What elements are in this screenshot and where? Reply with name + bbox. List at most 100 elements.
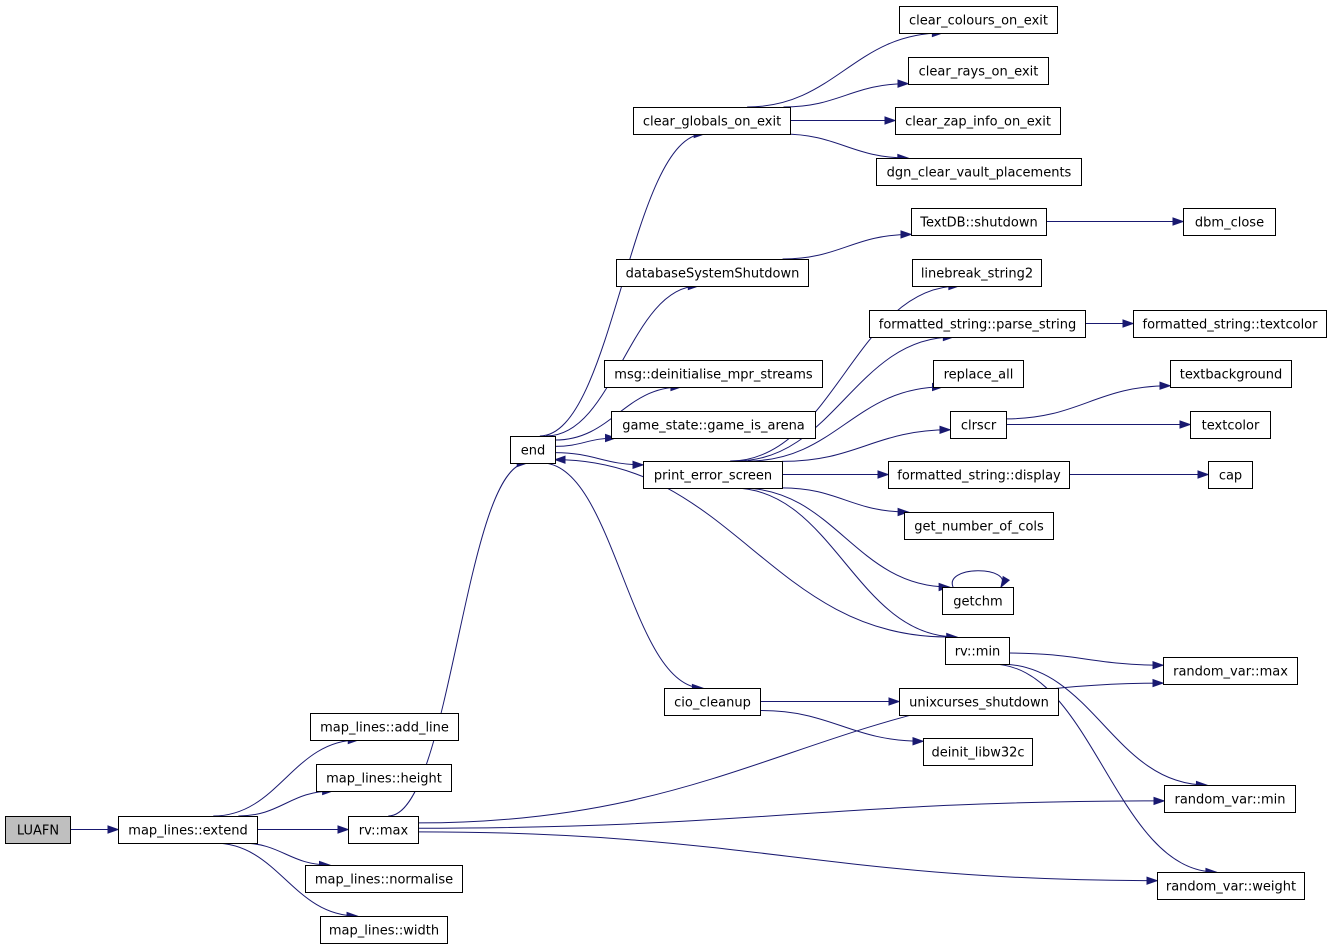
node-box <box>5 816 71 844</box>
node-fs-textcolor[interactable]: formatted_string::textcolor <box>1133 310 1327 338</box>
arrow-head-icon <box>1152 660 1165 670</box>
node-clear-rays[interactable]: clear_rays_on_exit <box>908 57 1049 85</box>
node-cio-cleanup[interactable]: cio_cleanup <box>664 688 761 716</box>
edge-line <box>782 233 912 260</box>
edge-cio_cleanup-to-unixcurses <box>759 697 901 706</box>
node-random-weight[interactable]: random_var::weight <box>1157 872 1305 900</box>
node-box <box>604 360 823 388</box>
node-label: TextDB::shutdown <box>919 216 1037 231</box>
edge-line <box>213 739 359 817</box>
node-label: clrscr <box>961 419 997 434</box>
node-unixcurses[interactable]: unixcurses_shutdown <box>899 688 1059 716</box>
node-label: clear_colours_on_exit <box>909 14 1048 29</box>
node-clear-colours[interactable]: clear_colours_on_exit <box>899 6 1058 34</box>
node-random-min[interactable]: random_var::min <box>1164 785 1296 813</box>
node-get-cols[interactable]: get_number_of_cols <box>904 512 1054 540</box>
arrow-head-icon <box>888 697 901 706</box>
node-end[interactable]: end <box>510 436 556 464</box>
node-dbm-close[interactable]: dbm_close <box>1183 208 1276 236</box>
node-getchm[interactable]: getchm <box>942 587 1014 615</box>
edge-clrscr-to-textcolor <box>1005 420 1192 429</box>
edge-print_error-to-get_cols <box>781 487 910 517</box>
node-deinit-libw32c[interactable]: deinit_libw32c <box>923 738 1033 766</box>
node-height[interactable]: map_lines::height <box>316 764 452 792</box>
node-linebreak[interactable]: linebreak_string2 <box>912 259 1042 287</box>
node-label: clear_zap_info_on_exit <box>905 115 1051 130</box>
arrow-head-icon <box>877 470 890 479</box>
node-box <box>1163 657 1298 685</box>
edge-line <box>782 133 908 159</box>
node-label: rv::max <box>359 824 409 839</box>
node-textbackground[interactable]: textbackground <box>1170 360 1292 388</box>
node-parse-string[interactable]: formatted_string::parse_string <box>869 310 1086 338</box>
node-box <box>933 360 1024 388</box>
node-label: LUAFN <box>17 824 59 839</box>
arrow-head-icon <box>337 825 350 834</box>
node-label: map_lines::extend <box>128 824 247 839</box>
node-textdb-shutdown[interactable]: TextDB::shutdown <box>911 208 1047 236</box>
edge-line <box>1008 652 1164 666</box>
edge-line <box>417 831 1158 882</box>
edge-line <box>781 429 951 462</box>
node-label: cap <box>1219 469 1242 484</box>
arrow-head-icon <box>939 425 952 434</box>
node-db-shutdown[interactable]: databaseSystemShutdown <box>616 259 809 287</box>
node-random-max[interactable]: random_var::max <box>1163 657 1298 685</box>
node-clrscr[interactable]: clrscr <box>950 411 1007 439</box>
node-clear-globals[interactable]: clear_globals_on_exit <box>633 107 791 135</box>
edge-clear_globals-to-clear_zap <box>790 116 897 125</box>
edge-luafn-to-extend <box>70 825 120 834</box>
node-box <box>348 816 419 844</box>
node-label: formatted_string::textcolor <box>1143 318 1319 333</box>
node-box <box>908 57 1049 85</box>
node-fs-display[interactable]: formatted_string::display <box>888 461 1070 489</box>
node-add-line[interactable]: map_lines::add_line <box>310 713 459 741</box>
node-normalise[interactable]: map_lines::normalise <box>305 865 463 893</box>
arrow-head-icon <box>553 455 566 464</box>
node-game-is-arena[interactable]: game_state::game_is_arena <box>611 411 816 439</box>
node-print-error[interactable]: print_error_screen <box>643 461 783 489</box>
node-msg-deinit[interactable]: msg::deinitialise_mpr_streams <box>604 360 823 388</box>
node-rvmin[interactable]: rv::min <box>945 637 1010 665</box>
node-extend[interactable]: map_lines::extend <box>118 816 258 844</box>
node-box <box>950 411 1007 439</box>
node-box <box>510 436 556 464</box>
node-dgn-clear[interactable]: dgn_clear_vault_placements <box>876 158 1082 186</box>
edge-end-to-cio_cleanup <box>542 462 704 693</box>
edge-line <box>747 32 943 108</box>
node-rvmax[interactable]: rv::max <box>348 816 419 844</box>
edge-line <box>736 336 954 462</box>
node-box <box>611 411 816 439</box>
node-box <box>118 816 258 844</box>
node-label: rv::min <box>955 645 1001 660</box>
edge-parse_string-to-fs_textcolor <box>1085 319 1135 328</box>
node-box <box>1133 310 1327 338</box>
node-cap[interactable]: cap <box>1208 461 1253 489</box>
arrow-head-icon <box>1159 381 1172 390</box>
node-replace-all[interactable]: replace_all <box>933 360 1024 388</box>
arrow-head-icon <box>884 116 897 125</box>
edge-line <box>991 663 1216 873</box>
node-width[interactable]: map_lines::width <box>320 916 448 944</box>
edge-line <box>732 487 957 638</box>
node-label: replace_all <box>944 368 1014 383</box>
node-label: random_var::max <box>1173 665 1288 680</box>
edge-line <box>759 710 924 742</box>
node-box <box>945 637 1010 665</box>
nodes-layer: LUAFN map_lines::extend map_lines::add_lin… <box>5 6 1327 944</box>
node-box <box>1208 461 1253 489</box>
node-clear-zap[interactable]: clear_zap_info_on_exit <box>895 107 1061 135</box>
edge-line <box>554 452 644 466</box>
node-box <box>310 713 459 741</box>
node-luafn[interactable]: LUAFN <box>5 816 71 844</box>
node-box <box>888 461 1070 489</box>
edge-clrscr-to-textbackground <box>1005 381 1172 420</box>
node-label: random_var::min <box>1175 793 1286 808</box>
edge-line <box>213 842 358 917</box>
node-textcolor[interactable]: textcolor <box>1190 411 1271 439</box>
node-label: end <box>521 444 546 459</box>
edge-rvmin-to-random_max <box>1008 652 1165 670</box>
arrow-head-icon <box>1197 470 1210 479</box>
edge-line <box>951 570 1004 590</box>
node-label: get_number_of_cols <box>914 520 1044 535</box>
